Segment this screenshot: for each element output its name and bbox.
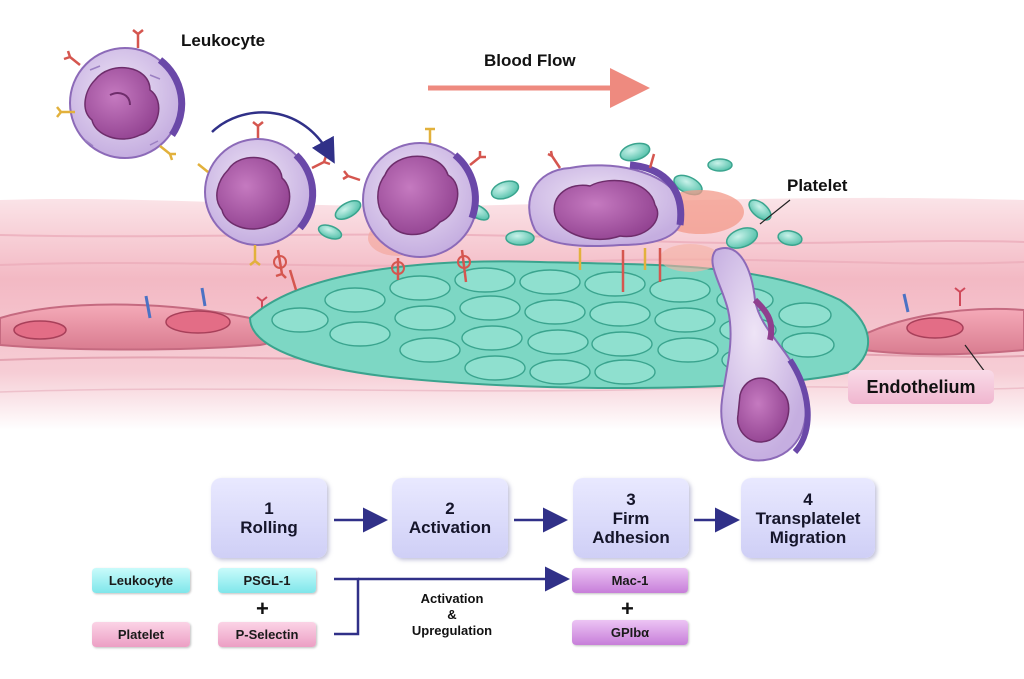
platelet-pointer xyxy=(759,199,791,225)
pselectin-badge: P-Selectin xyxy=(218,622,316,647)
free-platelets xyxy=(317,142,803,249)
leukocyte-free xyxy=(56,29,186,161)
mac1-badge: Mac-1 xyxy=(572,568,688,593)
step-1-rolling: 1 Rolling xyxy=(211,478,327,558)
leukocyte-rolling xyxy=(197,121,331,291)
legend-leukocyte: Leukocyte xyxy=(92,568,190,593)
step-name-line2: Migration xyxy=(769,527,847,547)
platelet-layer xyxy=(248,260,869,390)
step-3-firm-adhesion: 3 Firm Adhesion xyxy=(573,478,689,558)
endothelial-cell-right xyxy=(849,287,1024,356)
step-name-line2: Adhesion xyxy=(592,527,670,547)
step-name: Rolling xyxy=(240,518,298,537)
leukocyte-activation xyxy=(342,127,486,283)
activation-text: Activation xyxy=(420,591,484,606)
psgl1-badge: PSGL-1 xyxy=(218,568,316,593)
endothelium-pointer xyxy=(964,344,986,373)
step-2-activation: 2 Activation xyxy=(392,478,508,558)
plus-sign-left: + xyxy=(256,596,269,621)
leukocyte-label: Leukocyte xyxy=(181,31,266,50)
legend-platelet: Platelet xyxy=(92,622,190,647)
endothelium-label: Endothelium xyxy=(848,370,994,404)
activation-upregulation-label: Activation & Upregulation xyxy=(398,591,506,639)
step-number: 1 xyxy=(264,499,274,518)
step-name: Transplatelet xyxy=(755,508,861,528)
step-name: Activation xyxy=(408,518,492,537)
step-4-transplatelet-migration: 4 Transplatelet Migration xyxy=(741,478,875,558)
step-number: 4 xyxy=(803,489,813,509)
gpib-badge: GPIbα xyxy=(572,620,688,645)
plus-sign-right: + xyxy=(621,596,634,621)
rolling-arrow xyxy=(211,111,335,164)
endothelial-cell-left xyxy=(0,287,280,351)
step-number: 3 xyxy=(626,489,636,509)
leukocyte-firm-adhesion xyxy=(528,150,685,292)
blood-flow-label: Blood Flow xyxy=(484,51,576,70)
upregulation-text: Upregulation xyxy=(411,623,493,638)
ampersand-text: & xyxy=(447,607,457,622)
step-name: Firm xyxy=(612,508,650,528)
platelet-label: Platelet xyxy=(787,176,848,195)
leukocyte-transmigration xyxy=(711,247,811,462)
upregulation-connector xyxy=(334,566,570,636)
step-number: 2 xyxy=(445,499,455,518)
